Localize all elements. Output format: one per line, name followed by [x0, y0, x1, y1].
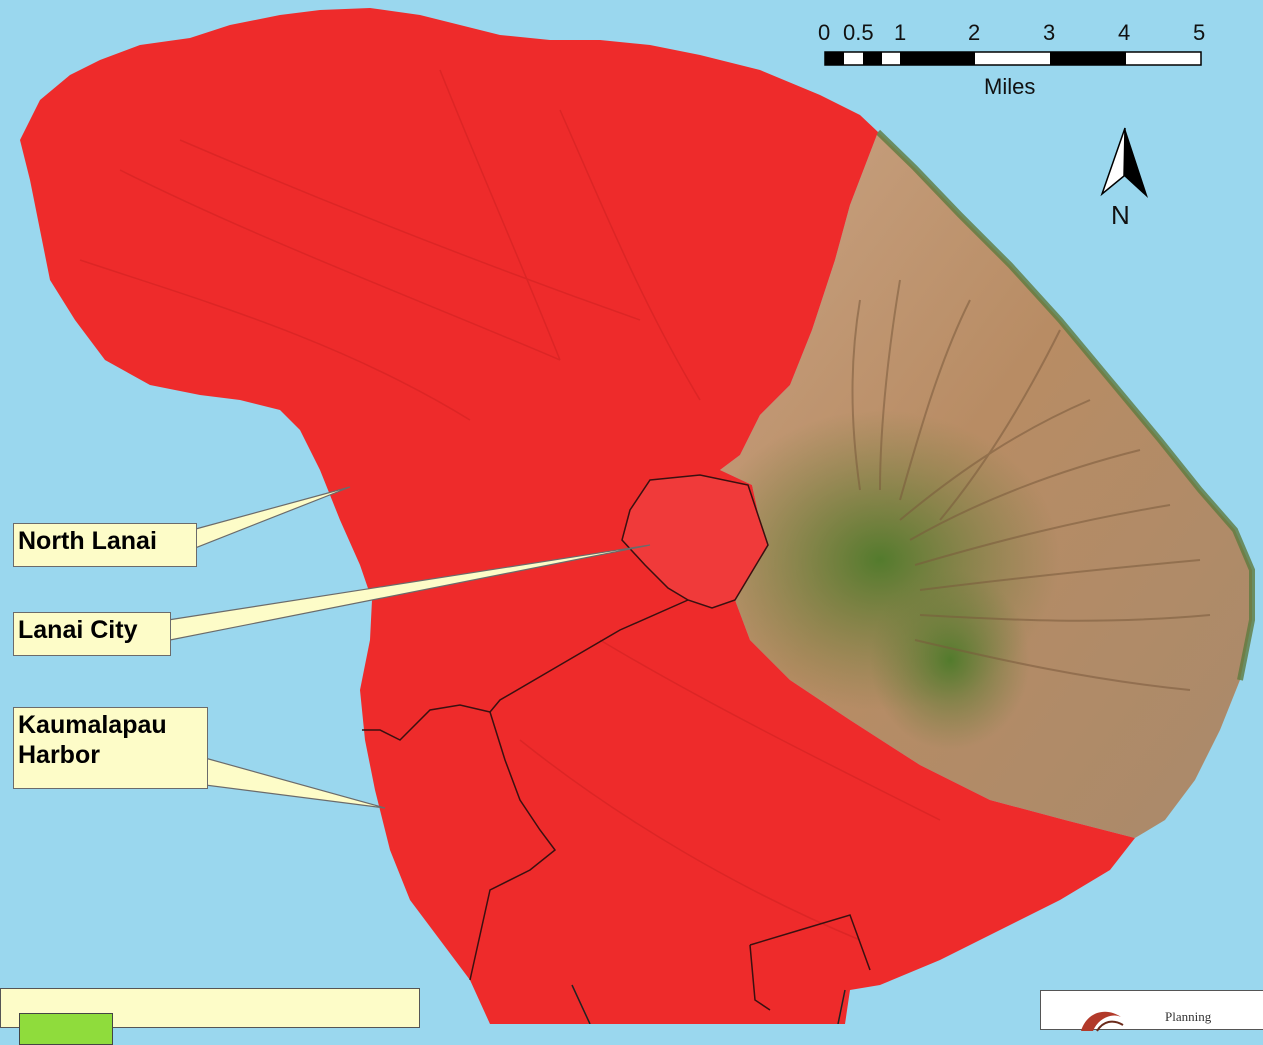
- lanai-city-boundary: [621, 474, 769, 609]
- scale-bar: [824, 51, 1202, 66]
- lanai-city-text: Lanai City: [18, 616, 138, 644]
- district-boundaries: [362, 599, 871, 1011]
- scale-tick-5: 5: [1193, 20, 1206, 45]
- kaumalapau-harbor-label: Kaumalapau Harbor: [13, 707, 208, 789]
- scale-tick-4: 4: [1118, 20, 1131, 45]
- leader-fragment: [837, 989, 846, 1024]
- legend-box: [0, 988, 420, 1045]
- kaumalapau-text-line1: Kaumalapau: [18, 711, 167, 739]
- leader-fragment: [571, 984, 591, 1024]
- scale-tick-2: 2: [968, 20, 981, 45]
- north-lanai-text: North Lanai: [18, 527, 157, 555]
- mountain-vegetation-2: [870, 570, 1030, 750]
- east-coastline: [875, 129, 1255, 681]
- scale-tick-1: 1: [894, 20, 907, 45]
- scale-tick-0-5: 0.5: [843, 20, 874, 45]
- designated-region: [20, 8, 1135, 1024]
- logo-text: Planning: [1165, 1009, 1212, 1024]
- map-canvas: [20, 8, 1255, 1024]
- logo-box: Planning: [1040, 990, 1263, 1032]
- kaumalapau-text-line2: Harbor: [18, 741, 100, 769]
- organization-logo-icon: [1081, 1011, 1124, 1032]
- scale-unit-label: Miles: [984, 74, 1036, 99]
- legend-swatch: [19, 1013, 113, 1045]
- north-arrow-label: N: [1111, 200, 1130, 230]
- scale-tick-3: 3: [1043, 20, 1056, 45]
- terrain-ridges: [851, 279, 1211, 691]
- north-arrow-icon: [1100, 127, 1148, 198]
- north-lanai-label: North Lanai: [13, 523, 197, 567]
- red-texture: [79, 69, 941, 941]
- scale-tick-0: 0: [818, 20, 831, 45]
- lanai-city-label: Lanai City: [13, 612, 171, 656]
